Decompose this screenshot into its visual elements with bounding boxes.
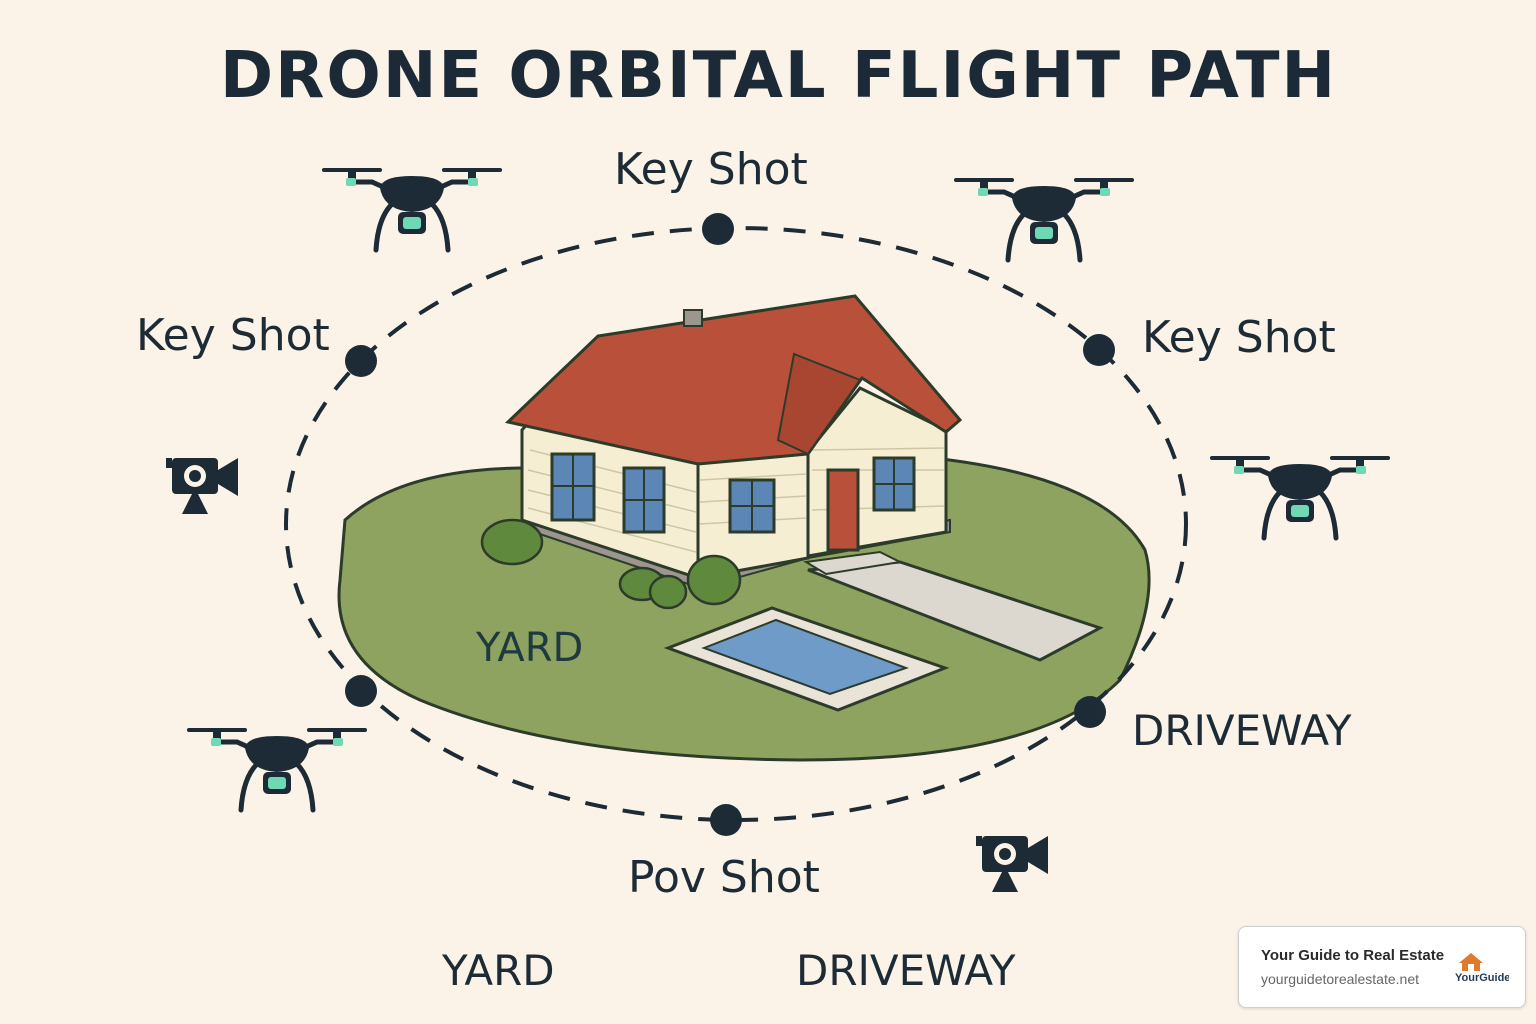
diagram-title: DRONE ORBITAL FLIGHT PATH bbox=[220, 39, 1338, 113]
badge-title: Your Guide to Real Estate bbox=[1261, 947, 1445, 964]
waypoint-dot bbox=[1083, 334, 1115, 366]
label-driveway-right: DRIVEWAY bbox=[1132, 706, 1352, 755]
orbit-path bbox=[284, 226, 1188, 822]
source-badge[interactable]: Your Guide to Real Estate yourguidetorea… bbox=[1238, 926, 1526, 1008]
badge-url: yourguidetorealestate.net bbox=[1261, 971, 1419, 987]
label-yard-inside: YARD bbox=[476, 625, 584, 671]
waypoint-dot bbox=[345, 675, 377, 707]
label-pov-shot: Pov Shot bbox=[628, 852, 820, 903]
svg-text:YourGuide: YourGuide bbox=[1455, 972, 1509, 984]
bushes bbox=[480, 518, 742, 610]
site-logo-icon: YourGuide bbox=[1455, 953, 1509, 984]
waypoint-dot bbox=[1074, 696, 1106, 728]
label-key-shot-top: Key Shot bbox=[614, 144, 808, 195]
label-driveway-bottom: DRIVEWAY bbox=[796, 946, 1016, 995]
label-key-shot-left: Key Shot bbox=[136, 310, 330, 361]
label-key-shot-right: Key Shot bbox=[1142, 312, 1336, 363]
drone-icon bbox=[189, 730, 365, 810]
pool bbox=[663, 606, 950, 712]
waypoint-dot bbox=[345, 345, 377, 377]
label-yard-bottom: YARD bbox=[442, 946, 555, 995]
waypoint-dot bbox=[710, 804, 742, 836]
video-camera-icon bbox=[166, 458, 238, 514]
house-illustration bbox=[504, 294, 963, 590]
drone-icon bbox=[1212, 458, 1388, 538]
drone-icon bbox=[324, 170, 500, 250]
video-camera-icon bbox=[976, 836, 1048, 892]
drone-icon bbox=[956, 180, 1132, 260]
waypoint-dot bbox=[702, 213, 734, 245]
